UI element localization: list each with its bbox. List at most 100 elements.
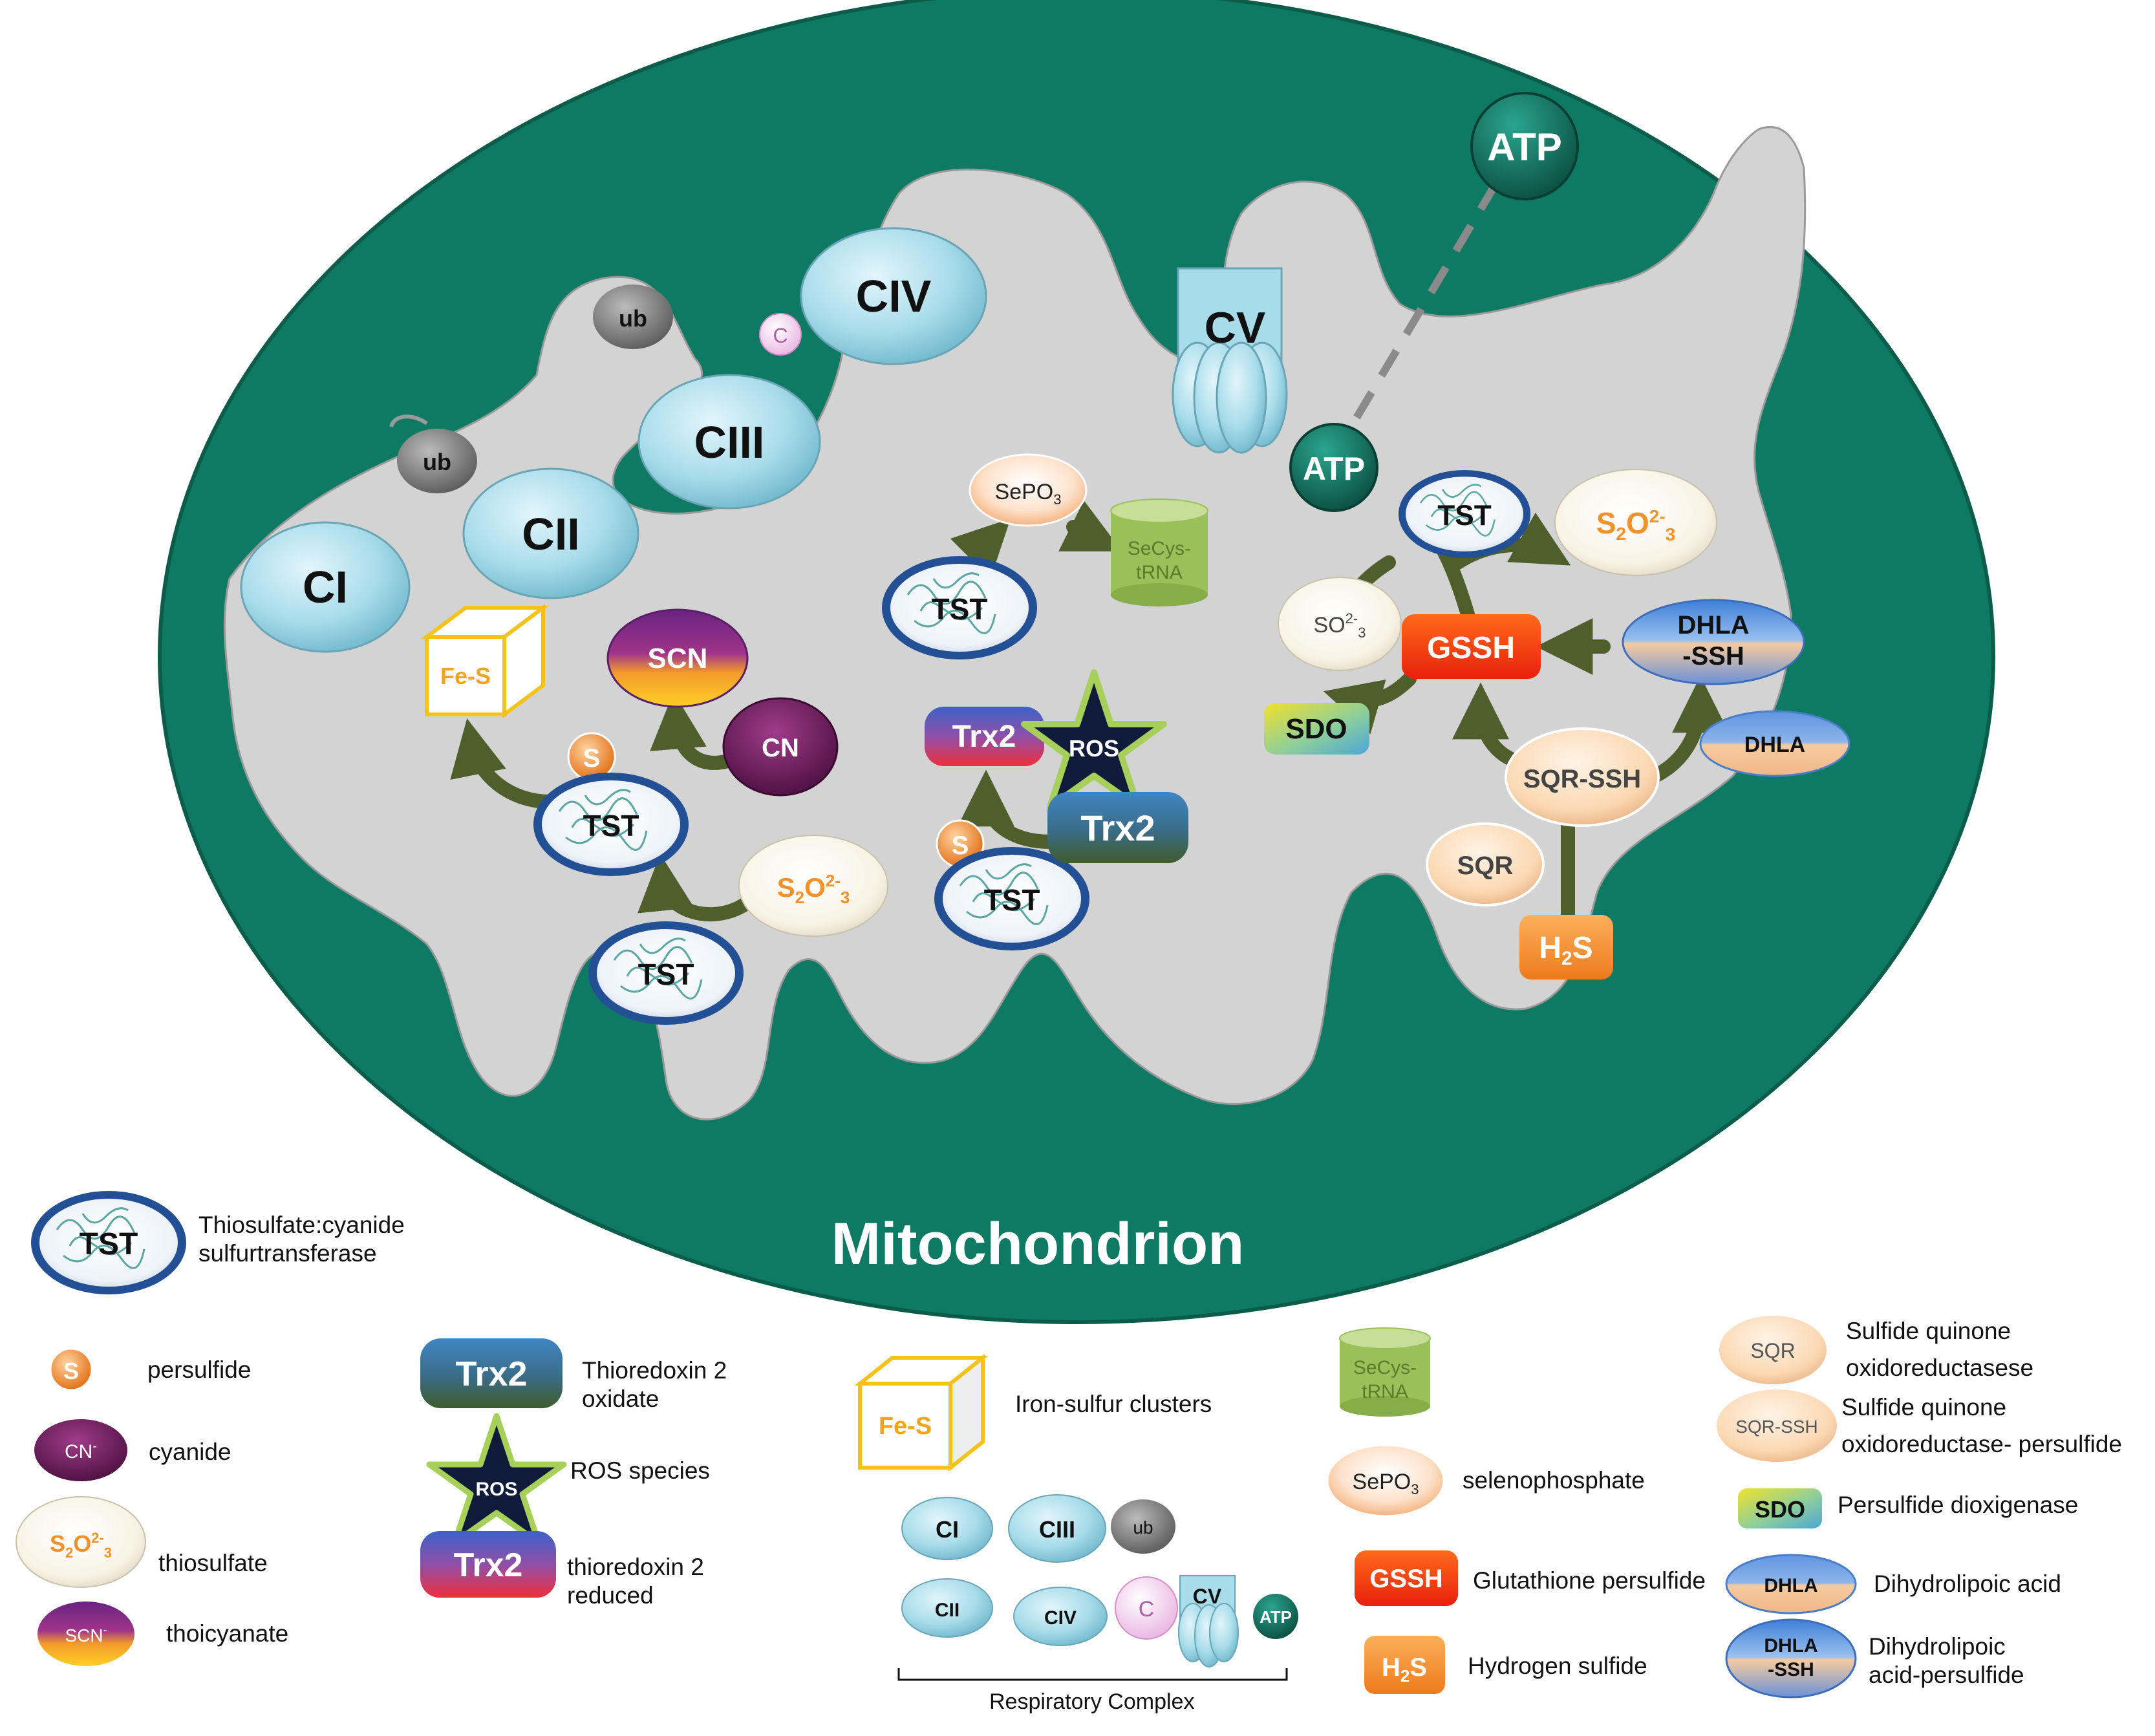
legend-trx2-ox-line2: oxidate xyxy=(582,1386,659,1413)
legend-h2s-label: Hydrogen sulfide xyxy=(1468,1653,1647,1679)
svg-text:Trx2: Trx2 xyxy=(455,1355,527,1393)
legend-dhla-icon: DHLA xyxy=(1725,1554,1857,1614)
svg-text:CI: CI xyxy=(936,1516,959,1543)
atp-outer: ATP xyxy=(1470,92,1579,200)
legend-tst-icon: TST xyxy=(30,1190,188,1296)
svg-text:TST: TST xyxy=(583,809,639,842)
legend-resp-c: C xyxy=(1115,1576,1178,1640)
svg-text:C: C xyxy=(1139,1597,1155,1622)
tst-enzyme-1: TST xyxy=(532,771,690,877)
svg-text:SCN: SCN xyxy=(648,643,708,674)
svg-text:SDO: SDO xyxy=(1755,1496,1805,1523)
svg-text:C: C xyxy=(773,324,788,347)
sqr: SQR xyxy=(1426,822,1545,906)
fe-s-cluster: Fe-S xyxy=(421,604,549,718)
legend-sepo3-label: selenophosphate xyxy=(1463,1467,1645,1494)
svg-text:CIV: CIV xyxy=(1044,1607,1077,1629)
svg-text:-SSH: -SSH xyxy=(1768,1659,1814,1680)
complex-civ: CIV xyxy=(800,227,987,365)
svg-text:tRNA: tRNA xyxy=(1136,562,1183,583)
hydrogen-sulfide: H2S xyxy=(1519,915,1613,980)
legend-resp-label: Respiratory Complex xyxy=(989,1689,1195,1714)
legend-ros-icon: ROS xyxy=(426,1413,567,1546)
legend-dhla-label: Dihydrolipoic acid xyxy=(1874,1570,2061,1597)
legend-sepo3-icon: SePO3 xyxy=(1326,1444,1445,1517)
svg-text:S2O2-3: S2O2-3 xyxy=(1596,506,1676,544)
svg-text:ATP: ATP xyxy=(1260,1607,1292,1627)
legend-fes-icon: Fe-S xyxy=(854,1353,989,1472)
svg-text:GSSH: GSSH xyxy=(1369,1565,1442,1593)
svg-text:DHLA: DHLA xyxy=(1764,1635,1817,1656)
svg-text:SeCys-: SeCys- xyxy=(1128,538,1191,559)
atp-export-line xyxy=(1328,185,1497,462)
atp-inner: ATP xyxy=(1289,423,1378,512)
legend-resp-cv: CV xyxy=(1178,1575,1239,1667)
svg-text:TST: TST xyxy=(984,883,1040,917)
legend-gssh-icon: GSSH xyxy=(1355,1550,1458,1606)
trx2-oxidized: Trx2 xyxy=(1047,792,1188,863)
legend-sqr-ssh-line2: oxidoreductase- persulfide xyxy=(1841,1431,2122,1458)
glutathione-persulfide: GSSH xyxy=(1402,614,1541,679)
svg-text:Trx2: Trx2 xyxy=(454,1547,523,1584)
legend-trx2-red-line1: thioredoxin 2 xyxy=(567,1554,704,1580)
thiosulfate-1: S2O2-3 xyxy=(738,835,888,937)
svg-text:S: S xyxy=(952,831,969,860)
persulfide-1: S xyxy=(567,732,616,781)
svg-text:Trx2: Trx2 xyxy=(952,720,1016,754)
legend-dhla-ssh-line1: Dihydrolipoic xyxy=(1869,1633,2006,1660)
legend-dhla-ssh-label: Dihydrolipoic acid-persulfide xyxy=(1869,1633,2024,1690)
legend-persulfide-icon: S xyxy=(49,1347,93,1391)
legend-thiocyanate-icon: SCN- xyxy=(38,1602,134,1666)
legend-resp-ciii: CIII xyxy=(1008,1494,1106,1563)
cyanide: CN xyxy=(722,697,839,797)
ros-star: ROS xyxy=(1021,669,1167,810)
svg-text:-SSH: -SSH xyxy=(1682,642,1744,670)
svg-text:GSSH: GSSH xyxy=(1427,631,1515,665)
membrane-knob xyxy=(389,414,428,428)
legend-ros-label: ROS species xyxy=(570,1457,710,1484)
svg-text:Trx2: Trx2 xyxy=(1080,808,1155,848)
tst-enzyme-3: TST xyxy=(881,555,1038,661)
cytochrome-c: C xyxy=(759,313,802,356)
svg-text:CV: CV xyxy=(1205,303,1265,352)
tst-enzyme-5: TST xyxy=(1397,469,1532,559)
tst-enzyme-2: TST xyxy=(587,920,745,1026)
legend-thiosulfate-icon: S2O2-3 xyxy=(16,1496,146,1588)
svg-text:SO2-3: SO2-3 xyxy=(1314,610,1366,641)
svg-text:CN-: CN- xyxy=(65,1439,97,1463)
legend-dhla-ssh-icon: DHLA -SSH xyxy=(1725,1618,1857,1698)
svg-text:SQR-SSH: SQR-SSH xyxy=(1523,765,1641,793)
legend-sqr-icon: SQR xyxy=(1717,1313,1829,1387)
svg-text:ub: ub xyxy=(619,305,647,332)
svg-text:SCN-: SCN- xyxy=(65,1623,107,1645)
svg-text:Fe-S: Fe-S xyxy=(440,663,491,689)
thiocyanate: SCN xyxy=(606,608,749,708)
svg-text:SDO: SDO xyxy=(1285,713,1347,745)
ubiquinone-2: ub xyxy=(397,429,477,493)
legend-trx2-ox-label: Thioredoxin 2 oxidate xyxy=(582,1356,727,1414)
svg-text:ub: ub xyxy=(423,449,451,475)
legend-tst-label: Thiosulfate:cyanide sulfurtransferase xyxy=(198,1211,405,1269)
sulfite: SO2-3 xyxy=(1278,577,1402,671)
legend-trx2-ox-icon: Trx2 xyxy=(420,1338,563,1408)
svg-text:Fe-S: Fe-S xyxy=(879,1413,932,1440)
legend-gssh-label: Glutathione persulfide xyxy=(1473,1567,1706,1594)
legend-resp-bracket xyxy=(897,1668,1288,1681)
legend-trx2-red-icon: Trx2 xyxy=(420,1531,556,1598)
svg-text:S: S xyxy=(63,1358,79,1384)
legend-tst-label-line2: sulfurtransferase xyxy=(198,1240,377,1267)
svg-text:SQR-SSH: SQR-SSH xyxy=(1735,1417,1818,1437)
svg-text:S2O2-3: S2O2-3 xyxy=(777,871,850,907)
sqr-ssh: SQR-SSH xyxy=(1505,727,1660,827)
svg-text:SePO3: SePO3 xyxy=(995,480,1062,508)
dhla-ssh: DHLA -SSH xyxy=(1622,599,1805,685)
svg-text:DHLA: DHLA xyxy=(1744,733,1805,757)
svg-text:ATP: ATP xyxy=(1487,125,1562,169)
svg-text:CV: CV xyxy=(1193,1585,1222,1608)
svg-text:DHLA: DHLA xyxy=(1677,611,1749,639)
svg-text:S: S xyxy=(583,744,601,773)
svg-text:CIV: CIV xyxy=(856,271,932,321)
thiosulfate-2: S2O2-3 xyxy=(1554,469,1717,576)
svg-text:ROS: ROS xyxy=(1069,735,1119,762)
svg-text:S2O2-3: S2O2-3 xyxy=(50,1530,112,1561)
